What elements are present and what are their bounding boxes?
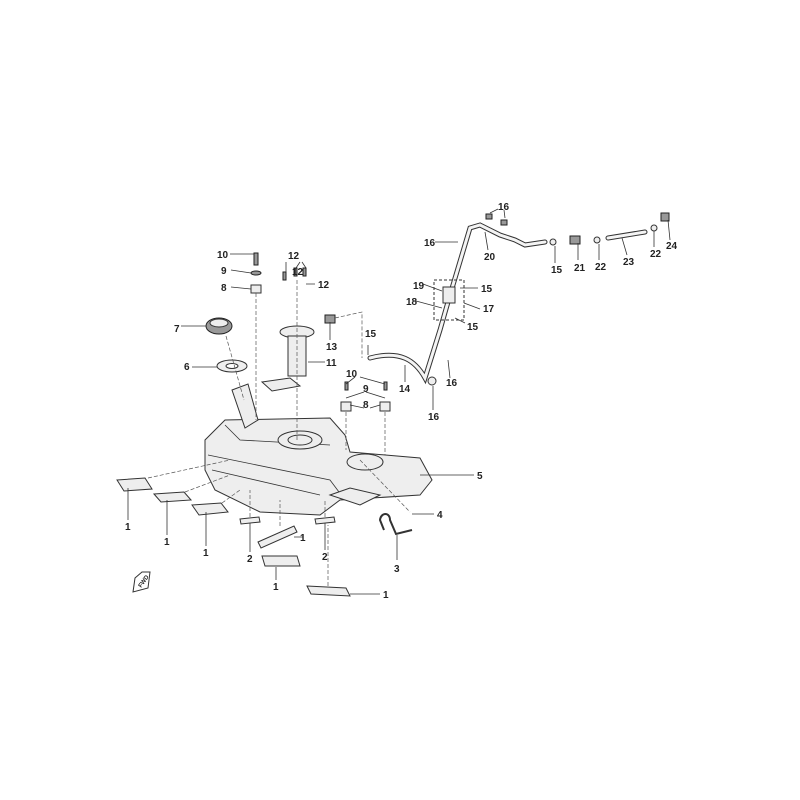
callout: 16 (446, 378, 458, 389)
callout: 9 (221, 266, 227, 277)
callout: 12 (288, 251, 300, 262)
callout: 2 (322, 552, 328, 563)
callout: 1 (383, 590, 389, 601)
callout: 1 (203, 548, 209, 559)
callout: 12 (318, 280, 330, 291)
forward-direction-marker: FWD (132, 571, 151, 593)
callout: 1 (300, 533, 306, 544)
callout: 11 (326, 358, 337, 369)
fuel-line (367, 212, 670, 386)
callout: 22 (650, 249, 662, 260)
callout: 15 (365, 329, 377, 340)
fuel-pump (260, 314, 336, 392)
callout: 17 (483, 304, 495, 315)
callout: 10 (217, 250, 229, 261)
callout: 12 (292, 267, 304, 278)
leader-lines (127, 208, 671, 595)
callout: 2 (247, 554, 253, 565)
callout: 22 (595, 262, 607, 273)
callout: 8 (221, 283, 227, 294)
filler-seal (216, 359, 248, 373)
callout: 1 (273, 582, 279, 593)
callout: 15 (467, 322, 479, 333)
fuel-filter (442, 286, 456, 304)
assembly-lines (147, 280, 411, 586)
callout: 15 (481, 284, 493, 295)
callout: 8 (363, 400, 369, 411)
callout: 18 (406, 297, 418, 308)
callout: 5 (477, 471, 483, 482)
callout-labels: 10 9 8 12 12 12 7 6 13 11 15 10 9 8 14 1… (125, 202, 678, 601)
callout: 20 (484, 252, 496, 263)
filler-cap (205, 317, 233, 335)
callout: 3 (394, 564, 400, 575)
callout: 9 (363, 384, 369, 395)
clip (378, 513, 413, 536)
fuel-tank (204, 383, 433, 516)
callout: 16 (428, 412, 440, 423)
callout: 6 (184, 362, 190, 373)
callout: 16 (498, 202, 510, 213)
callout: 16 (424, 238, 436, 249)
callout: 13 (326, 342, 338, 353)
callout: 23 (623, 257, 635, 268)
callout: 4 (437, 510, 443, 521)
callout: 24 (666, 241, 678, 252)
callout: 21 (574, 263, 586, 274)
callout: 7 (174, 324, 180, 335)
callout: 14 (399, 384, 411, 395)
callout: 15 (551, 265, 563, 276)
fasteners (250, 252, 391, 412)
callout: 19 (413, 281, 425, 292)
callout: 10 (346, 369, 358, 380)
rubber-pads (116, 477, 351, 597)
callout: 1 (125, 522, 131, 533)
callout: 1 (164, 537, 170, 548)
